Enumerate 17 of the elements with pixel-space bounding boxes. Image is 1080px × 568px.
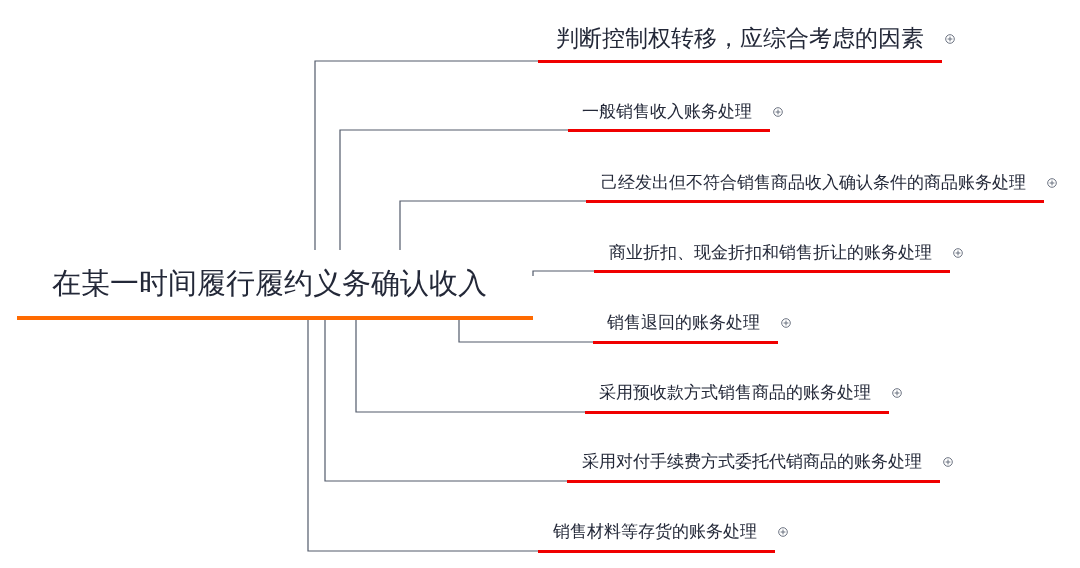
connector-line: [339, 129, 569, 251]
subtopic: 判断控制权转移，应综合考虑的因素: [538, 21, 942, 63]
connector-line: [314, 60, 539, 251]
subtopic: 采用对付手续费方式委托代销商品的账务处理: [567, 447, 940, 483]
subtopic: 销售退回的账务处理: [593, 308, 778, 344]
connector-line: [399, 200, 587, 251]
connector-line: [532, 270, 595, 277]
subtopic: 销售材料等存货的账务处理: [538, 517, 775, 553]
connector-line: [458, 319, 594, 343]
connector-line: [307, 319, 539, 552]
subtopic: 一般销售收入账务处理: [568, 97, 770, 132]
connector-line: [324, 319, 568, 482]
subtopic: 采用预收款方式销售商品的账务处理: [585, 378, 889, 414]
central-topic: 在某一时间履行履约义务确认收入: [17, 250, 533, 320]
subtopic: 商业折扣、现金折扣和销售折让的账务处理: [594, 238, 950, 273]
subtopic: 己经发出但不符合销售商品收入确认条件的商品账务处理: [586, 168, 1044, 203]
connector-line: [355, 319, 586, 413]
